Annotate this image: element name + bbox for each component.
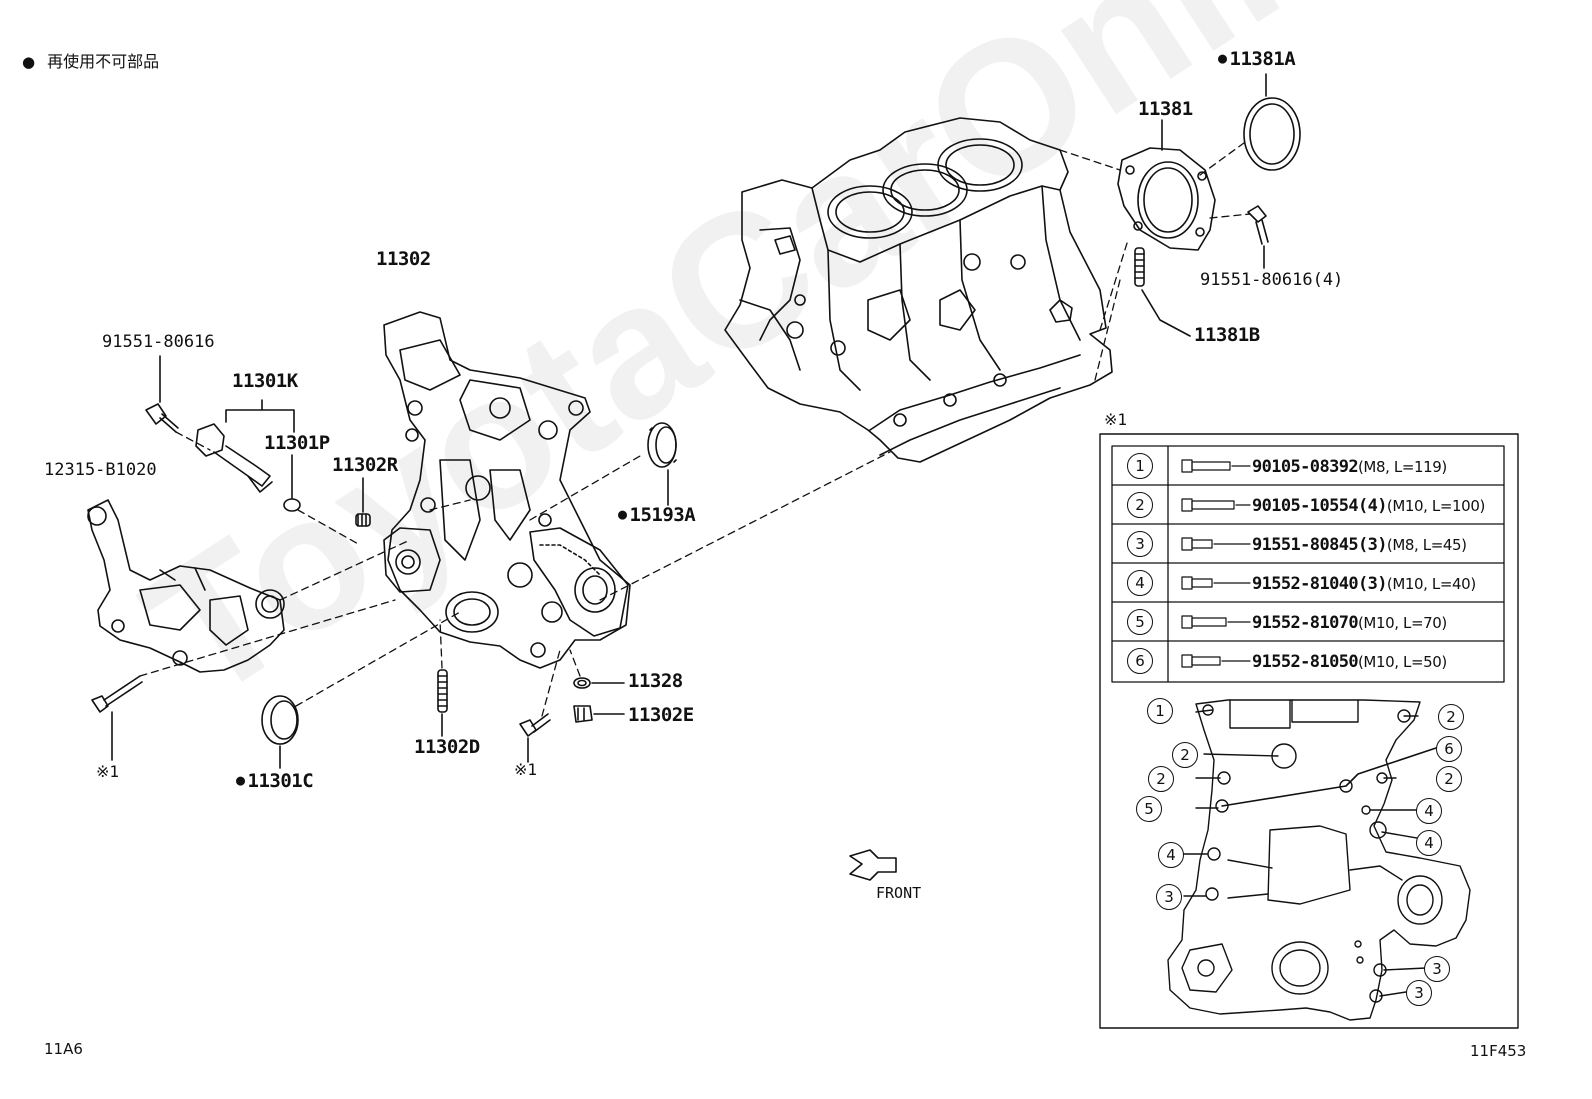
bolt-ref1-center	[519, 713, 551, 763]
label-11301p: 11301P	[264, 432, 330, 454]
label-11302r: 11302R	[332, 454, 398, 476]
assembly-lines	[139, 139, 1251, 717]
label-ref1-center: ※1	[514, 760, 538, 779]
row-number: 6	[1127, 648, 1153, 674]
row-number: 2	[1127, 492, 1153, 518]
callout-bolt: 4	[1158, 842, 1184, 868]
callout-bolt: 4	[1416, 830, 1442, 856]
row-number: 1	[1127, 453, 1153, 479]
timing-chain-cover	[383, 311, 631, 669]
o-ring-11301p	[283, 498, 301, 512]
stud-11302d	[437, 669, 448, 737]
label-front: FRONT	[876, 884, 922, 902]
callout-bolt: 5	[1136, 796, 1162, 822]
bolt-spec: (M10, L=100)	[1386, 497, 1485, 515]
bolt-spec: (M8, L=119)	[1357, 458, 1447, 476]
quantity: (4)	[1357, 496, 1388, 516]
bolt-spec: (M10, L=70)	[1357, 614, 1447, 632]
part-number: 91552-81040	[1252, 574, 1359, 594]
bolt-spec: (M8, L=45)	[1386, 536, 1467, 554]
part-number: 91551-80845	[1252, 535, 1359, 555]
bolt-91551-80616-4	[1247, 205, 1269, 269]
label-12315-b1020: 12315-B1020	[44, 460, 157, 480]
label-11381b: 11381B	[1194, 324, 1260, 346]
part-number: 91552-81050	[1252, 652, 1359, 672]
callout-bolt: 6	[1436, 736, 1462, 762]
bolt-ref1-left	[91, 675, 143, 761]
bolt-row: 6 91552-81050(M10, L=50)	[1112, 642, 1504, 680]
engine-mount-bracket	[87, 499, 285, 673]
callout-bolt: 2	[1148, 766, 1174, 792]
oil-seal-11301c	[261, 695, 299, 769]
plug-11302r	[355, 477, 371, 527]
bolt-spec: (M10, L=40)	[1386, 575, 1476, 593]
callout-bolt: 4	[1416, 798, 1442, 824]
bolt-legend-box	[1099, 433, 1519, 1029]
label-91551-80616: 91551-80616	[102, 332, 215, 352]
cylinder-block	[724, 117, 1113, 463]
bolt-glyph-1	[1181, 459, 1251, 473]
label-11302: 11302	[376, 248, 431, 270]
callout-bolt: 2	[1436, 766, 1462, 792]
bolt-table-grid	[1111, 445, 1505, 683]
label-11301k: 11301K	[232, 370, 298, 392]
legend-non-reusable: ● 再使用不可部品	[22, 48, 159, 72]
bolt-row: 3 91551-80845(3)(M8, L=45)	[1112, 525, 1504, 563]
bolt-spec: (M10, L=50)	[1357, 653, 1447, 671]
page-id-right: 11F453	[1470, 1042, 1527, 1060]
part-number: 90105-10554	[1252, 496, 1359, 516]
stud-11381b	[1134, 247, 1191, 337]
callout-bolt: 3	[1424, 956, 1450, 982]
label-ref1-left: ※1	[96, 762, 120, 781]
oil-seal-15193a	[647, 422, 677, 506]
bolt-glyph-4	[1181, 576, 1251, 590]
row-number: 4	[1127, 570, 1153, 596]
label-11381: 11381	[1138, 98, 1193, 120]
bolt-glyph-3	[1181, 537, 1251, 551]
bolt-glyphs	[1181, 459, 1251, 668]
legend-text: 再使用不可部品	[47, 52, 160, 71]
part-number: 90105-08392	[1252, 457, 1359, 477]
label-11302e: 11302E	[628, 704, 694, 726]
bolt-91551-80616	[145, 355, 179, 433]
quantity: (3)	[1357, 574, 1388, 594]
bolt-row: 4 91552-81040(3)(M10, L=40)	[1112, 564, 1504, 602]
bolt-row: 2 90105-10554(4)(M10, L=100)	[1112, 486, 1504, 524]
bolt-glyph-5	[1181, 615, 1251, 629]
label-11302d: 11302D	[414, 736, 480, 758]
callout-bolt: 3	[1156, 884, 1182, 910]
label-11328: 11328	[628, 670, 683, 692]
callout-bolt: 1	[1147, 698, 1173, 724]
timing-cover-bolt-location-diagram	[1167, 699, 1471, 1021]
page-id-left: 11A6	[44, 1040, 83, 1058]
label-15193a: 15193A	[618, 506, 696, 525]
rear-oil-seal-11381a	[1243, 73, 1301, 171]
row-number: 5	[1127, 609, 1153, 635]
row-number: 3	[1127, 531, 1153, 557]
label-11381a: 11381A	[1218, 50, 1296, 69]
bullet-dot-icon: ●	[22, 53, 36, 71]
quantity: (3)	[1357, 535, 1388, 555]
label-ref1-table: ※1	[1104, 410, 1128, 429]
label-91551-80616-4: 91551-80616(4)	[1200, 270, 1344, 290]
plug-11302e	[573, 705, 625, 723]
bolt-glyph-6	[1181, 654, 1251, 668]
front-arrow-icon	[849, 849, 897, 881]
sensor-11301k	[195, 399, 295, 493]
seal-retainer-11381	[1117, 119, 1216, 251]
bolt-row: 1 90105-08392(M8, L=119)	[1112, 447, 1504, 485]
callout-bolt: 3	[1406, 980, 1432, 1006]
callout-bolt: 2	[1438, 704, 1464, 730]
callout-bolt: 2	[1172, 742, 1198, 768]
bolt-row: 5 91552-81070(M10, L=70)	[1112, 603, 1504, 641]
gasket-11328	[573, 677, 625, 689]
label-11301c: 11301C	[236, 772, 314, 791]
part-number: 91552-81070	[1252, 613, 1359, 633]
bolt-glyph-2	[1181, 498, 1251, 512]
